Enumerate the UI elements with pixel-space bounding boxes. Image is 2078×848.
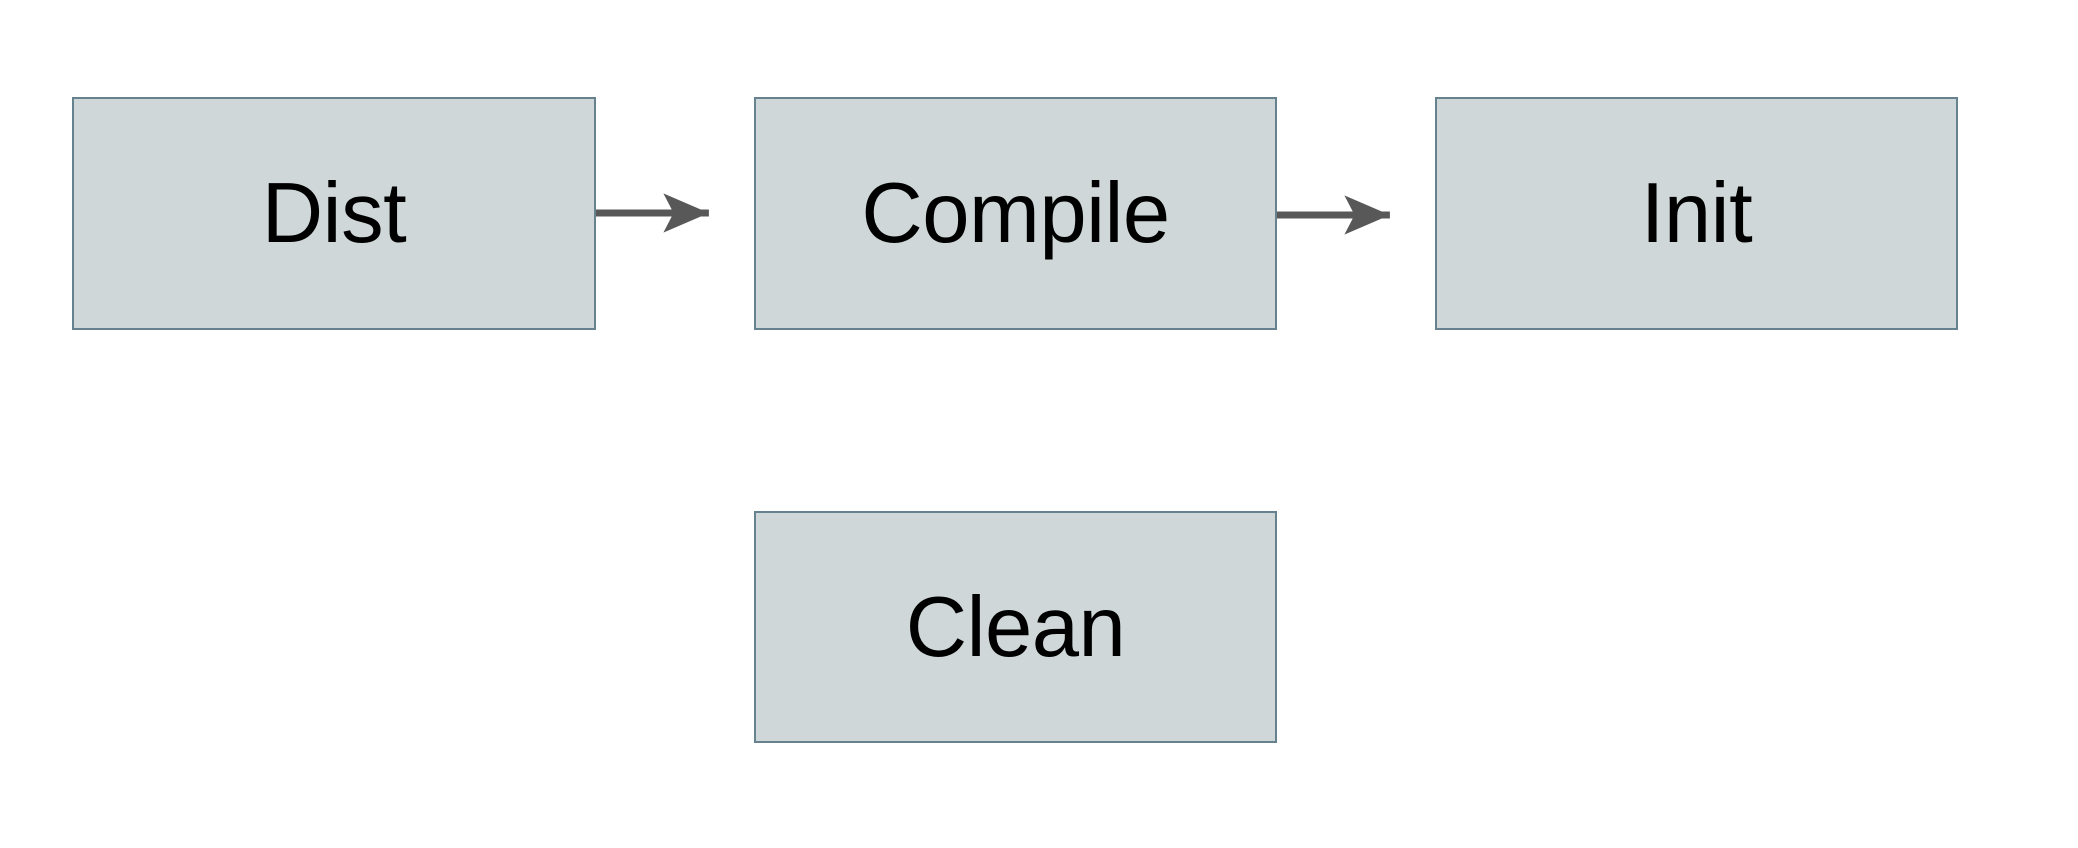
node-compile[interactable]: Compile [754, 97, 1277, 330]
node-dist[interactable]: Dist [72, 97, 596, 330]
node-label-dist: Dist [261, 166, 407, 261]
node-label-init: Init [1640, 166, 1753, 261]
node-clean[interactable]: Clean [754, 511, 1277, 743]
node-init[interactable]: Init [1435, 97, 1958, 330]
node-label-clean: Clean [905, 579, 1126, 675]
node-label-compile: Compile [861, 166, 1170, 261]
